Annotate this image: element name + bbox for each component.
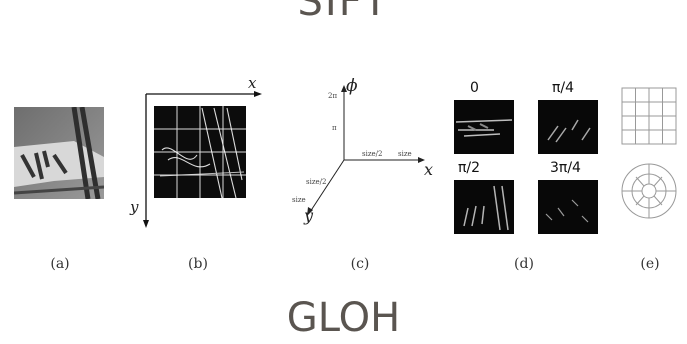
- orientation-label: π/4: [552, 80, 575, 96]
- panel-c-x-tick: size/2: [362, 150, 383, 158]
- panel-a-image-patch: [14, 107, 104, 199]
- orientation-label: 0: [470, 80, 479, 96]
- sift-title: SIFT: [297, 0, 390, 25]
- orientation-image-0: [454, 100, 514, 154]
- panel-b-x-label: x: [248, 74, 257, 92]
- panel-c-y-tick: size: [292, 196, 306, 204]
- panel-c-phi-label: ϕ: [346, 76, 358, 96]
- gloh-title: GLOH: [286, 295, 401, 341]
- panel-c-y-label: y: [304, 206, 314, 225]
- cartesian-grid-icon: [621, 87, 677, 145]
- panel-c-x-label: x: [424, 160, 434, 179]
- panel-c-3d-axes: [307, 85, 425, 216]
- panel-c-phi-tick: π: [332, 124, 337, 132]
- panel-c-x-tick: size: [398, 150, 412, 158]
- orientation-image-1: [538, 100, 598, 154]
- log-polar-grid-icon: [621, 163, 677, 219]
- caption-a: (a): [50, 256, 70, 272]
- panel-b-y-label: y: [130, 198, 139, 216]
- panel-c-y-tick: size/2: [306, 178, 327, 186]
- panel-c-phi-tick: 2π: [328, 92, 338, 100]
- caption-d: (d): [514, 256, 534, 272]
- caption-e: (e): [640, 256, 660, 272]
- orientation-image-3: [538, 180, 598, 234]
- orientation-label: 3π/4: [550, 160, 581, 176]
- orientation-image-2: [454, 180, 514, 234]
- caption-b: (b): [188, 256, 208, 272]
- orientation-label: π/2: [458, 160, 481, 176]
- panel-b-grid-axes: [143, 91, 262, 228]
- caption-c: (c): [350, 256, 370, 272]
